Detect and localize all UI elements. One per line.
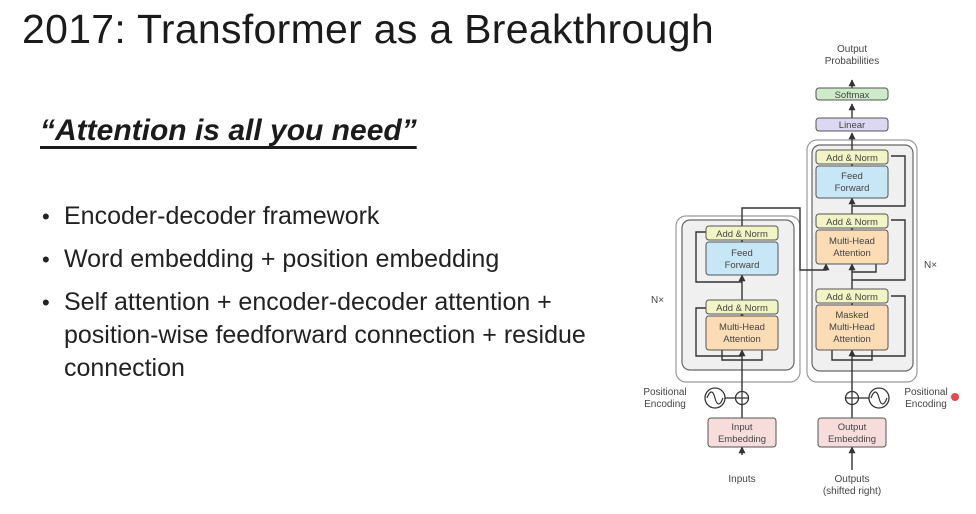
bullet-text: Word embedding + position embedding: [64, 245, 500, 273]
laser-pointer-dot: [951, 393, 959, 401]
slide-title: 2017: Transformer as a Breakthrough: [22, 6, 714, 52]
decoder-feed-forward-line2: Forward: [835, 183, 870, 194]
decoder-nx-label: N×: [924, 260, 937, 271]
output-probabilities-line1: Output: [837, 44, 867, 55]
outputs-label: Outputs: [834, 474, 869, 485]
bullet-item: •Encoder-decoder framework: [42, 202, 380, 230]
masked-multi-head-attention: [815, 304, 889, 351]
encoder-feed-forward-line2: Forward: [725, 260, 760, 271]
decoder-add-norm-1-label: Add & Norm: [826, 292, 878, 303]
bullet-item: •Word embedding + position embedding: [42, 245, 500, 273]
linear-box: [815, 117, 889, 132]
softmax-label: Softmax: [835, 90, 870, 101]
paper-title-quote: “Attention is all you need”: [40, 114, 417, 147]
output-probabilities-line2: Probabilities: [825, 56, 879, 67]
encoder-nx-label: N×: [651, 295, 664, 306]
output-embedding-line1: Output: [838, 422, 867, 433]
output-embedding-line2: Embedding: [828, 434, 876, 445]
masked-mha-line2: Multi-Head: [829, 322, 875, 333]
encoder-plus-icon: [736, 392, 748, 404]
bullet-list: •Encoder-decoder framework •Word embeddi…: [40, 200, 610, 395]
decoder-add-norm-2-label: Add & Norm: [826, 217, 878, 228]
encoder-add-norm-2: [705, 225, 779, 241]
input-embedding: [707, 417, 777, 448]
masked-mha-line1: Masked: [835, 310, 868, 321]
encoder-sine-path: [706, 391, 724, 405]
encoder-add-norm-2-label: Add & Norm: [716, 229, 768, 240]
softmax-box: [815, 87, 889, 101]
decoder-mha-line1: Multi-Head: [829, 236, 875, 247]
bullet-item: •Self attention + encoder-decoder attent…: [42, 288, 586, 382]
decoder-mha-line2: Attention: [833, 248, 871, 259]
decoder-add-norm-1: [815, 288, 889, 304]
decoder-sine-path: [870, 391, 888, 405]
masked-mha-line3: Attention: [833, 334, 871, 345]
input-embedding-line1: Input: [731, 422, 752, 433]
encoder-mha-line2: Attention: [723, 334, 761, 345]
input-embedding-line2: Embedding: [718, 434, 766, 445]
decoder-add-norm-3-label: Add & Norm: [826, 153, 878, 164]
decoder-multi-head-attention: [815, 229, 889, 265]
decoder-positional-encoding-line1: Positional: [904, 387, 947, 398]
bullet-text: Self attention + encoder-decoder attenti…: [64, 288, 586, 382]
decoder-add-norm-3: [815, 149, 889, 165]
linear-label: Linear: [839, 120, 865, 131]
inputs-label: Inputs: [728, 474, 755, 485]
output-embedding: [817, 417, 887, 448]
decoder-add-norm-2: [815, 213, 889, 229]
decoder-feed-forward-line1: Feed: [841, 171, 863, 182]
encoder-mha-line1: Multi-Head: [719, 322, 765, 333]
encoder-feed-forward: [705, 241, 779, 276]
encoder-add-norm-1-label: Add & Norm: [716, 303, 768, 314]
decoder-plus-icon: [846, 392, 858, 404]
decoder-positional-encoding-line2: Encoding: [905, 399, 947, 410]
encoder-feed-forward-line1: Feed: [731, 248, 753, 259]
encoder-positional-encoding-line2: Encoding: [644, 399, 686, 410]
outputs-shifted-label: (shifted right): [823, 486, 881, 497]
encoder-positional-encoding-line1: Positional: [643, 387, 686, 398]
encoder-multi-head-attention: [705, 315, 779, 351]
bullet-text: Encoder-decoder framework: [64, 202, 380, 230]
decoder-feed-forward: [815, 165, 889, 199]
encoder-add-norm-1: [705, 299, 779, 315]
